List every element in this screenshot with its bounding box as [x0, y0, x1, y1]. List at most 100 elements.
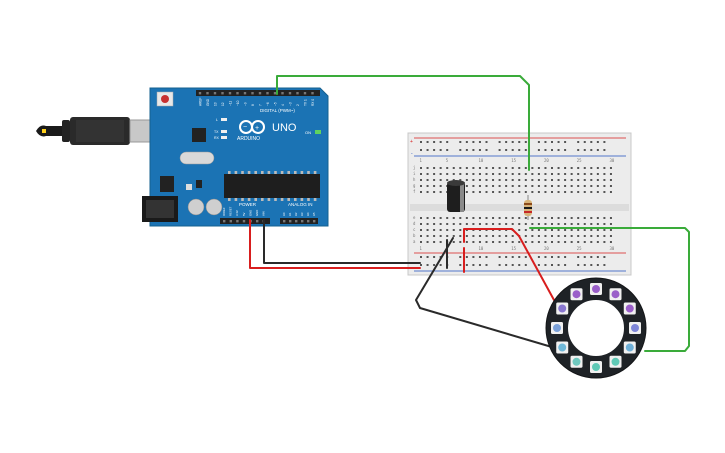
- breadboard-hole[interactable]: [596, 217, 599, 219]
- breadboard-hole[interactable]: [564, 191, 567, 193]
- rail-hole[interactable]: [524, 264, 527, 266]
- breadboard-hole[interactable]: [609, 235, 612, 237]
- breadboard-hole[interactable]: [524, 173, 527, 175]
- rail-hole[interactable]: [537, 141, 540, 143]
- digital-pin-hole[interactable]: [266, 92, 269, 95]
- breadboard-hole[interactable]: [603, 241, 606, 243]
- breadboard-hole[interactable]: [590, 191, 593, 193]
- analog-pin-hole[interactable]: [313, 220, 316, 223]
- breadboard-hole[interactable]: [511, 191, 514, 193]
- breadboard-hole[interactable]: [551, 185, 553, 187]
- breadboard-hole[interactable]: [505, 185, 508, 187]
- breadboard-hole[interactable]: [596, 167, 599, 169]
- breadboard-hole[interactable]: [577, 223, 580, 225]
- rail-hole[interactable]: [551, 141, 553, 143]
- rail-hole[interactable]: [446, 149, 449, 151]
- digital-pin-hole[interactable]: [311, 92, 314, 95]
- breadboard-hole[interactable]: [524, 167, 527, 169]
- rail-hole[interactable]: [433, 264, 436, 266]
- rail-hole[interactable]: [583, 264, 586, 266]
- rail-hole[interactable]: [459, 256, 462, 258]
- breadboard-hole[interactable]: [524, 235, 527, 237]
- breadboard-hole[interactable]: [485, 167, 488, 169]
- rail-hole[interactable]: [590, 256, 593, 258]
- breadboard-hole[interactable]: [590, 185, 593, 187]
- rail-hole[interactable]: [564, 264, 567, 266]
- rail-hole[interactable]: [544, 149, 547, 151]
- rail-hole[interactable]: [465, 149, 468, 151]
- breadboard-hole[interactable]: [426, 229, 429, 231]
- breadboard-hole[interactable]: [570, 179, 573, 181]
- rail-hole[interactable]: [505, 141, 508, 143]
- breadboard-hole[interactable]: [551, 191, 553, 193]
- rail-hole[interactable]: [551, 256, 553, 258]
- breadboard-hole[interactable]: [433, 241, 436, 243]
- breadboard-hole[interactable]: [439, 223, 442, 225]
- rail-hole[interactable]: [577, 141, 580, 143]
- rail-hole[interactable]: [511, 256, 514, 258]
- breadboard-hole[interactable]: [603, 223, 606, 225]
- breadboard-hole[interactable]: [485, 235, 488, 237]
- breadboard-hole[interactable]: [596, 223, 599, 225]
- breadboard-hole[interactable]: [583, 185, 586, 187]
- rail-hole[interactable]: [478, 149, 481, 151]
- breadboard-hole[interactable]: [459, 167, 462, 169]
- breadboard-hole[interactable]: [426, 217, 429, 219]
- breadboard-hole[interactable]: [518, 191, 521, 193]
- breadboard-hole[interactable]: [472, 173, 475, 175]
- breadboard-hole[interactable]: [485, 241, 488, 243]
- breadboard-hole[interactable]: [505, 235, 508, 237]
- breadboard-hole[interactable]: [570, 223, 573, 225]
- breadboard-hole[interactable]: [472, 223, 475, 225]
- rail-hole[interactable]: [459, 264, 462, 266]
- breadboard-hole[interactable]: [531, 185, 534, 187]
- rail-hole[interactable]: [564, 141, 567, 143]
- rail-hole[interactable]: [426, 141, 429, 143]
- digital-pin-hole[interactable]: [251, 92, 254, 95]
- rail-hole[interactable]: [583, 141, 586, 143]
- rail-hole[interactable]: [544, 256, 547, 258]
- breadboard-hole[interactable]: [564, 173, 567, 175]
- breadboard-hole[interactable]: [478, 167, 481, 169]
- breadboard-hole[interactable]: [590, 241, 593, 243]
- rail-hole[interactable]: [603, 256, 606, 258]
- rail-hole[interactable]: [426, 149, 429, 151]
- breadboard-hole[interactable]: [603, 173, 606, 175]
- breadboard-hole[interactable]: [511, 217, 514, 219]
- breadboard-hole[interactable]: [537, 223, 540, 225]
- rail-hole[interactable]: [433, 149, 436, 151]
- breadboard-hole[interactable]: [505, 217, 508, 219]
- breadboard-hole[interactable]: [505, 191, 508, 193]
- analog-pin-hole[interactable]: [289, 220, 292, 223]
- digital-pin-hole[interactable]: [296, 92, 299, 95]
- breadboard-hole[interactable]: [439, 173, 442, 175]
- breadboard-hole[interactable]: [492, 191, 495, 193]
- breadboard-hole[interactable]: [452, 179, 455, 181]
- rail-hole[interactable]: [465, 141, 468, 143]
- breadboard-hole[interactable]: [577, 173, 580, 175]
- breadboard-hole[interactable]: [531, 173, 534, 175]
- rail-hole[interactable]: [577, 149, 580, 151]
- breadboard-hole[interactable]: [498, 241, 501, 243]
- breadboard-hole[interactable]: [433, 185, 436, 187]
- breadboard-hole[interactable]: [465, 173, 468, 175]
- rail-hole[interactable]: [485, 149, 488, 151]
- breadboard-hole[interactable]: [557, 173, 560, 175]
- breadboard-hole[interactable]: [577, 241, 580, 243]
- breadboard-hole[interactable]: [420, 223, 422, 225]
- analog-pin-hole[interactable]: [307, 220, 310, 223]
- rail-hole[interactable]: [557, 264, 560, 266]
- breadboard-hole[interactable]: [518, 179, 521, 181]
- breadboard-hole[interactable]: [577, 229, 580, 231]
- breadboard-hole[interactable]: [511, 223, 514, 225]
- rail-hole[interactable]: [583, 149, 586, 151]
- rail-hole[interactable]: [472, 256, 475, 258]
- breadboard-hole[interactable]: [557, 191, 560, 193]
- breadboard-hole[interactable]: [518, 241, 521, 243]
- breadboard-hole[interactable]: [459, 173, 462, 175]
- breadboard-hole[interactable]: [498, 217, 501, 219]
- breadboard-hole[interactable]: [426, 167, 429, 169]
- breadboard-hole[interactable]: [596, 235, 599, 237]
- breadboard-hole[interactable]: [603, 235, 606, 237]
